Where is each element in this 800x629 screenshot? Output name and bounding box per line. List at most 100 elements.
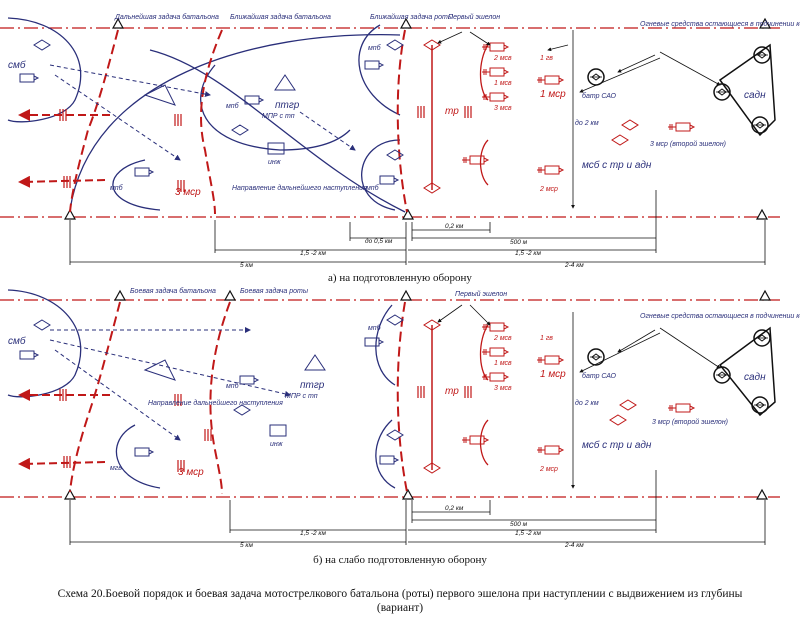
label-msb: мсб с тр и адн <box>582 159 652 171</box>
vehicle-icon <box>461 155 489 165</box>
label-sao: батр САО <box>582 92 617 100</box>
dim-label: 500 м <box>510 521 528 528</box>
dim-label: 2-4 км <box>564 262 584 269</box>
enemy-vehicle-icon <box>379 455 399 465</box>
support-pointer <box>579 57 661 93</box>
fire-arrow <box>49 339 291 397</box>
label-mpb: мпб <box>110 184 124 192</box>
label-tr: тр <box>445 106 459 117</box>
label-3msr: 3 мср <box>178 467 204 478</box>
support-pointer <box>659 327 721 369</box>
label-sadn: садн <box>744 90 766 101</box>
enemy-position-arc <box>361 139 401 211</box>
dim-label: 5 км <box>240 542 253 549</box>
fire-arrow <box>54 349 181 441</box>
vehicle-icon <box>536 355 564 365</box>
fire-line-marker <box>174 113 182 127</box>
label-first-echelon: Первый эшелон <box>448 13 500 21</box>
company-line <box>396 301 408 493</box>
label-company-combat-task: Боевая задача роты <box>240 287 309 295</box>
label-mgv: мгв <box>110 465 122 472</box>
label-engineers: инж <box>268 159 282 166</box>
label-engineers: инж <box>270 441 284 448</box>
enemy-position-arc <box>358 24 401 116</box>
panel-a: Дальнейшая задача батальона Ближайшая за… <box>0 13 800 269</box>
boundary-marker <box>400 290 412 301</box>
label-company-near-task: Ближайшая задача роты <box>370 13 454 21</box>
label-first-echelon: Первый эшелон <box>455 290 507 298</box>
label-3msv: 3 мсв <box>494 105 512 112</box>
support-pointer <box>547 44 569 52</box>
panel-b: Боевая задача батальона Боевая задача ро… <box>0 287 800 549</box>
engineer-icon <box>269 424 287 437</box>
dim-label: 0,2 км <box>445 223 464 230</box>
command-diamond <box>611 134 629 146</box>
vehicle-icon <box>481 42 509 52</box>
panel-a-caption: а) на подготовленную оборону <box>328 272 472 284</box>
label-1msv: 1 мсв <box>494 360 512 367</box>
label-smb: смб <box>8 335 26 347</box>
label-1msr: 1 мср <box>540 89 566 100</box>
label-battalion-near-task: Ближайшая задача батальона <box>230 13 331 21</box>
label-direction: Направление дальнейшего наступления <box>232 184 367 192</box>
dim-label: до 0,5 км <box>365 237 393 245</box>
artillery-icon <box>713 366 731 384</box>
command-diamond <box>621 119 639 131</box>
enemy-position-arc <box>112 159 161 211</box>
enemy-vehicle-icon <box>379 175 399 185</box>
fire-line-marker <box>464 105 472 119</box>
company-combat-task-line <box>209 301 231 495</box>
label-second-echelon: 3 мср (второй эшелон) <box>650 140 726 148</box>
enemy-vehicle-icon <box>134 447 154 457</box>
enemy-point-icon <box>386 314 404 326</box>
label-2msr: 2 мср <box>539 466 558 473</box>
vehicle-icon <box>481 347 509 357</box>
vehicle-icon <box>667 122 695 132</box>
enemy-point-icon <box>231 124 249 136</box>
battalion-combat-task-line <box>69 301 121 493</box>
label-battalion-combat-task: Боевая задача батальона <box>130 287 216 295</box>
echelon-pointer <box>437 304 463 323</box>
enemy-unit-icon <box>143 359 176 381</box>
dimension-lines <box>69 470 766 545</box>
enemy-position-arc <box>7 289 82 398</box>
sadn-triangle <box>718 326 776 417</box>
platoon-bracket <box>479 419 489 466</box>
echelon-pointer <box>469 31 491 46</box>
label-depth: до 2 км <box>575 399 599 407</box>
fire-line-marker <box>63 175 71 189</box>
vehicle-icon <box>481 67 509 77</box>
enemy-vehicle-icon <box>364 60 384 70</box>
fire-line-marker <box>417 105 425 119</box>
enemy-point-icon <box>33 39 51 51</box>
label-smb: смб <box>8 59 26 71</box>
fire-line-marker <box>464 385 472 399</box>
platoon-bracket <box>479 139 489 186</box>
enemy-position-arc <box>375 304 396 386</box>
fire-line-marker <box>417 385 425 399</box>
enemy-vehicle-icon <box>364 337 384 347</box>
enemy-vehicle-icon <box>19 350 39 360</box>
label-mpr: МПР с тп <box>262 113 295 120</box>
enemy-position-arc <box>200 64 351 151</box>
boundary-marker <box>759 290 771 301</box>
engineer-icon <box>267 142 285 155</box>
enemy-unit-icon <box>304 354 326 371</box>
dim-label: 500 м <box>510 239 528 246</box>
boundary-marker <box>402 489 414 500</box>
dim-label: 1,5 -2 км <box>300 250 326 257</box>
dim-label: 1,5 -2 км <box>515 530 541 537</box>
enemy-vehicle-icon <box>19 73 39 83</box>
label-direction: Направление дальнейшего наступления <box>148 399 283 407</box>
boundary-marker <box>756 489 768 500</box>
attack-arrow <box>18 175 106 188</box>
vehicle-icon <box>481 92 509 102</box>
label-msb: мсб с тр и адн <box>582 439 652 451</box>
label-2msr: 2 мср <box>539 186 558 193</box>
enemy-position-arc <box>375 419 396 489</box>
echelon-pointer <box>437 31 463 44</box>
support-pointer <box>617 329 656 353</box>
label-ptgr: птгр <box>275 100 300 111</box>
vehicle-icon <box>481 372 509 382</box>
